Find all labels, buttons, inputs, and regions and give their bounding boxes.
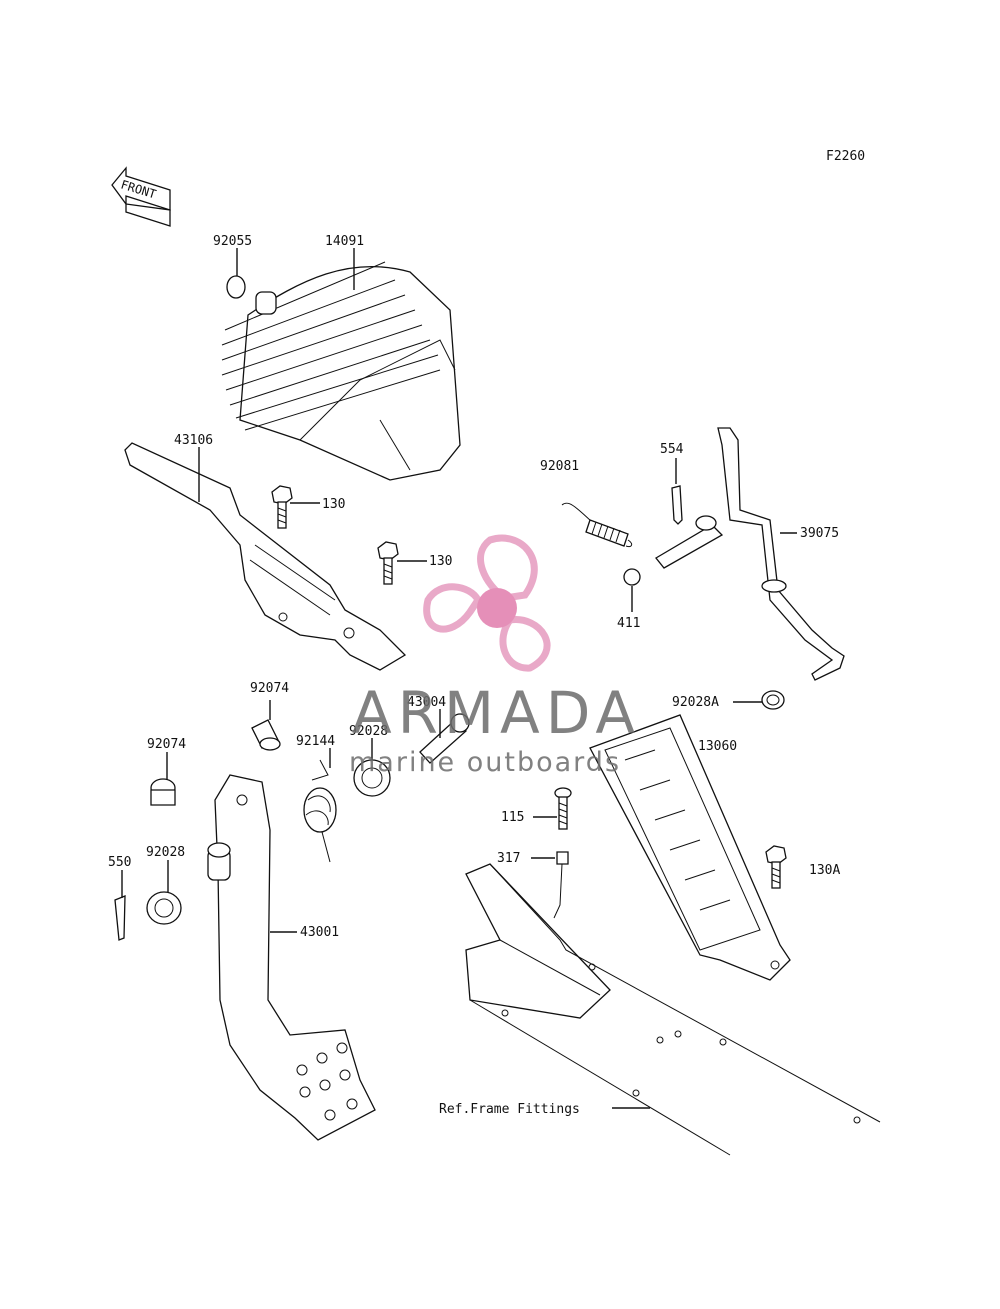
label-550: 550 <box>108 855 131 870</box>
pin-43004 <box>419 713 470 764</box>
brake-pedal-43001 <box>207 774 376 1141</box>
cotter-pin-554 <box>671 485 683 525</box>
label-92081: 92081 <box>540 459 579 474</box>
o-ring-92055 <box>226 275 246 299</box>
label-14091: 14091 <box>325 234 364 249</box>
label-43106: 43106 <box>174 433 213 448</box>
bushing-92028-lower <box>146 891 182 925</box>
front-arrow-icon: FRONT <box>111 166 171 227</box>
label-317: 317 <box>497 851 520 866</box>
cover-boot-14091 <box>221 261 461 481</box>
ref-note: Ref.Frame Fittings <box>439 1102 580 1117</box>
label-411: 411 <box>617 616 640 631</box>
label-92074-lower: 92074 <box>147 737 186 752</box>
spring-92144 <box>303 759 337 863</box>
bushing-92028A <box>761 690 785 710</box>
label-130-lower: 130 <box>429 554 452 569</box>
watermark-tagline: marine outboards <box>349 747 621 778</box>
label-130-upper: 130 <box>322 497 345 512</box>
pedal-plate-13060 <box>589 714 791 981</box>
stopper-92074-upper <box>251 719 281 751</box>
label-92055: 92055 <box>213 234 252 249</box>
spring-92081 <box>561 502 633 547</box>
cotter-pin-550 <box>114 895 126 941</box>
label-554: 554 <box>660 442 684 457</box>
bracket-43106 <box>124 442 407 671</box>
label-92074-upper: 92074 <box>250 681 289 696</box>
label-39075: 39075 <box>800 526 839 541</box>
stopper-92074-lower <box>150 778 176 806</box>
bolt-130-lower <box>377 541 399 585</box>
label-115: 115 <box>501 810 524 825</box>
label-92028-lower: 92028 <box>146 845 185 860</box>
label-13060: 13060 <box>698 739 737 754</box>
leader-lines <box>121 248 797 1109</box>
part-labels: 92055 14091 43106 130 130 92081 554 3907… <box>108 234 840 1117</box>
screw-115 <box>554 787 572 830</box>
washer-411 <box>623 568 641 586</box>
bolt-130A <box>765 845 787 889</box>
figure-code: F2260 <box>826 149 865 164</box>
label-92028A: 92028A <box>672 695 719 710</box>
armada-watermark: ARMADA marine outboards <box>349 534 641 778</box>
label-43004: 43004 <box>407 695 446 710</box>
watermark-brand: ARMADA <box>352 679 641 747</box>
bolt-130-upper <box>271 485 293 529</box>
label-43001: 43001 <box>300 925 339 940</box>
label-92144: 92144 <box>296 734 335 749</box>
frame-fittings <box>465 863 881 1156</box>
label-130A: 130A <box>809 863 840 878</box>
label-92028-upper: 92028 <box>349 724 388 739</box>
propeller-logo-icon <box>423 534 551 672</box>
clip-317 <box>556 851 569 865</box>
lever-39075 <box>655 427 845 681</box>
